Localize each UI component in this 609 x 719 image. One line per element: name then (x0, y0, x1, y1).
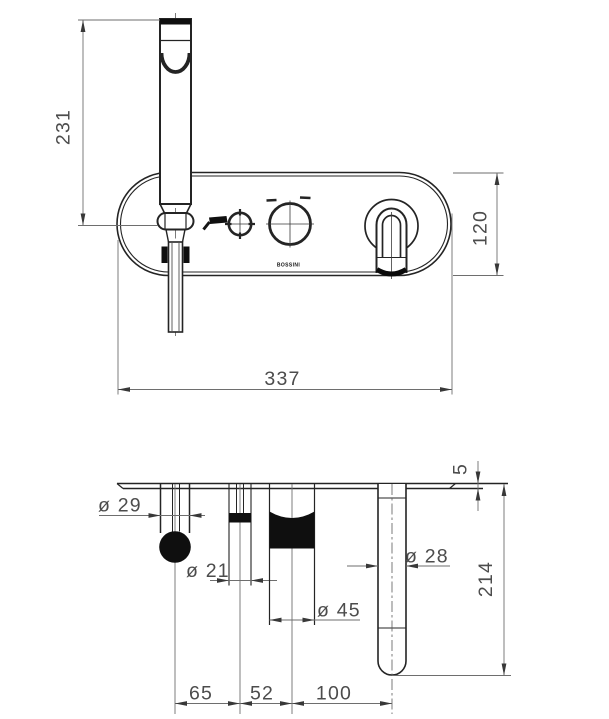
holder-pad-left (161, 246, 168, 263)
knob-tick-left (266, 198, 277, 202)
diverter-cap (229, 513, 251, 523)
dim-diverter-dia: ø 21 (186, 560, 277, 583)
dim-plate-height: 120 (453, 172, 504, 276)
brand-text: BOSSINI (277, 263, 301, 269)
dim-label-plate-thickness: 5 (450, 463, 472, 475)
dim-label-diverter-dia: ø 21 (186, 560, 230, 582)
wand-holder-side (159, 484, 191, 714)
handshower-wand (156, 13, 195, 338)
wand-top-cap (160, 19, 191, 25)
wand-hose-tube (167, 241, 184, 333)
dim-total-depth: 214 (392, 484, 511, 676)
dim-knob-dia: ø 45 (269, 600, 361, 623)
side-view: ø 29 ø 21 ø 45 (98, 461, 511, 714)
wand-holder-ring (156, 212, 195, 231)
spout (364, 198, 419, 279)
wall-plate-edge (116, 482, 508, 490)
dim-holder-dia: ø 29 (98, 495, 205, 518)
handshower-icon (202, 216, 228, 231)
dim-label-total-depth: 214 (475, 561, 497, 597)
front-view: BOSSINI 231 120 (53, 13, 504, 395)
spout-side (377, 484, 407, 714)
dim-label-cc-wand-diverter: 65 (189, 683, 213, 705)
dim-plate-width: 337 (117, 213, 453, 395)
dim-label-wand-height: 231 (53, 109, 75, 145)
dim-spout-dia: ø 28 (347, 546, 450, 569)
knob-tick-right (299, 196, 311, 200)
wand-head-arc (159, 52, 192, 74)
knob-side (268, 484, 316, 714)
spout-outlet (375, 267, 408, 277)
dim-label-plate-height: 120 (470, 210, 492, 246)
diverter-button (225, 209, 255, 239)
dim-label-knob-dia: ø 45 (317, 600, 361, 622)
dim-label-spout-dia: ø 28 (405, 546, 449, 568)
dim-label-cc-diverter-knob: 52 (250, 683, 274, 705)
dim-plate-thickness: 5 (450, 461, 481, 511)
dim-label-plate-width: 337 (264, 368, 300, 390)
dim-wand-height: 231 (53, 19, 160, 226)
holder-pad-right (183, 246, 190, 263)
diverter-side (228, 484, 252, 714)
dim-label-cc-knob-spout: 100 (316, 683, 352, 705)
dim-label-holder-dia: ø 29 (98, 495, 142, 517)
wand-holder-ball (159, 531, 191, 563)
dim-spacing-chain: 65 52 100 (175, 683, 392, 706)
knob-profile (269, 511, 315, 549)
mixer-knob (266, 196, 314, 248)
